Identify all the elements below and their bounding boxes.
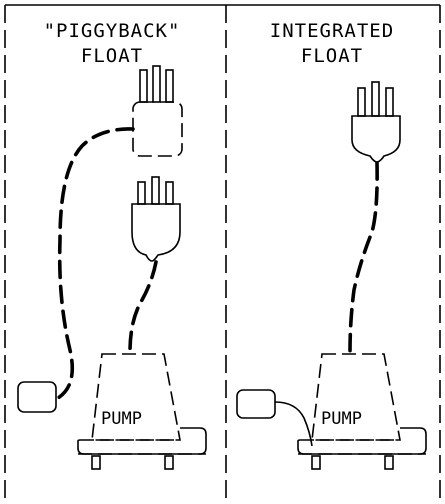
integrated-pump-plug bbox=[351, 81, 401, 163]
pump-power-cord bbox=[128, 260, 158, 354]
pump-plug bbox=[131, 176, 181, 262]
panel-piggyback: "PIGGYBACK" FLOAT P bbox=[17, 20, 207, 470]
integrated-title-line1: INTEGRATED bbox=[270, 20, 394, 42]
piggyback-pump-label: PUMP bbox=[101, 409, 142, 429]
piggyback-title-line1: "PIGGYBACK" bbox=[44, 20, 181, 42]
piggyback-float-plug bbox=[132, 65, 183, 157]
integrated-title-line2: FLOAT bbox=[301, 45, 363, 67]
integrated-pump-label: PUMP bbox=[321, 409, 362, 429]
piggyback-float-cord bbox=[56, 127, 135, 400]
integrated-pump bbox=[297, 353, 427, 470]
piggyback-title-line2: FLOAT bbox=[81, 45, 143, 67]
integrated-float-tether bbox=[274, 401, 313, 447]
piggyback-pump bbox=[77, 353, 207, 470]
integrated-float-switch bbox=[236, 389, 276, 419]
panel-integrated: INTEGRATED FLOAT PUMP bbox=[236, 20, 427, 470]
integrated-power-cord bbox=[348, 161, 379, 354]
piggyback-float-switch bbox=[17, 381, 57, 413]
